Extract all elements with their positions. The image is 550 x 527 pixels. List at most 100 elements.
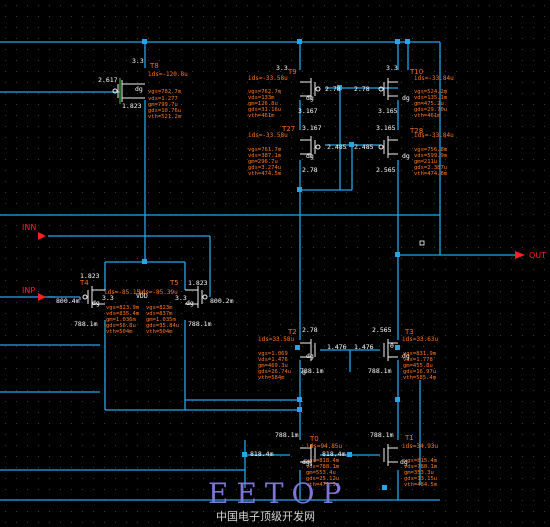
transistor-t4[interactable]: T4 1.823 3.3 800.4m 788.1m ids=-85.15u v… — [56, 272, 144, 335]
t9-op-3: gds=31.16u — [248, 107, 281, 113]
t2-ids: ids=33.58u — [258, 336, 295, 343]
t4-name: T4 — [79, 279, 89, 287]
dg-t5: dg — [186, 299, 194, 307]
t0-ids: ids=94.85u — [306, 443, 343, 450]
node-7881b: 788.1m — [188, 320, 212, 328]
probe-marker[interactable] — [419, 240, 425, 246]
t28-op-1: vds=599.9m — [414, 153, 448, 159]
node-8184a: 818.4m — [250, 450, 274, 458]
t0-op-4: vth=479.5m — [306, 482, 340, 488]
t4-op-3: gds=56.8u — [106, 323, 136, 329]
t8-node-top: 3.3 — [132, 57, 144, 65]
transistor-t2[interactable]: T2 2.78 0 ids=33.58u vgs=1.069 vds=1.476… — [258, 326, 374, 381]
pin-out-label: OUT — [529, 251, 546, 260]
node-2485a: 2.485 — [327, 143, 347, 151]
t10-op-3: gds=29.70u — [414, 107, 447, 113]
t2-op-3: gds=26.74u — [258, 369, 291, 375]
t2-node-top: 2.78 — [302, 326, 318, 334]
t1-op-3: gds=13.15u — [404, 476, 437, 482]
vdd-label: VDD — [136, 292, 148, 300]
t5-op-1: vds=837m — [146, 311, 173, 317]
transistor-t5[interactable]: T5 1.823 3.3 800.2m 788.1m ids=-85.39u v… — [138, 279, 234, 335]
t9-ids: ids=-33.58u — [248, 75, 288, 82]
t1-name: T1 — [404, 434, 414, 442]
t27-name: T27 — [281, 125, 295, 133]
t4-op-1: vds=835.4m — [106, 311, 140, 317]
watermark-sub: 中国电子顶级开发网 — [216, 509, 315, 523]
dg-t9: dg — [306, 94, 314, 102]
t27-op-4: vth=474.5m — [248, 171, 282, 177]
node-8004: 800.4m — [56, 297, 80, 305]
pin-out[interactable]: OUT — [515, 251, 546, 260]
t0-op-1: vds=788.1m — [306, 464, 340, 470]
node-278a: 2.78 — [325, 85, 341, 93]
t10-op-4: vth=461m — [414, 113, 441, 119]
t1-ids: ids=34.93u — [402, 443, 439, 450]
transistor-t9[interactable]: T9 3.3 3.167 ids=-33.58u vgs=762.7m vds=… — [248, 64, 370, 119]
pin-inp[interactable]: INP — [22, 286, 46, 301]
dg-markers: dg dg dg dg dg dg dg dg dg dg dg — [92, 85, 410, 466]
transistor-t27[interactable]: T27 3.167 2.78 ids=-33.58u vgs=761.7m vd… — [248, 124, 374, 177]
transistor-t10[interactable]: T10 3.3 3.165 ids=-33.84u vgs=524.2m vds… — [378, 64, 454, 119]
t9-op-0: vgs=762.7m — [248, 89, 282, 95]
t1-op-4: vth=484.5m — [404, 482, 438, 488]
t2-node-bot: 0 — [302, 369, 306, 377]
t9-node-top: 3.3 — [276, 64, 288, 72]
t3-op-4: vth=585.4m — [403, 375, 437, 381]
t3-op-3: gds=16.97u — [403, 369, 436, 375]
wires — [0, 41, 515, 501]
t3-op-2: gm=455.8u — [403, 363, 433, 369]
t0-op-3: gds=25.12u — [306, 476, 339, 482]
dg-t28: dg — [402, 152, 410, 160]
t10-ids: ids=-33.84u — [414, 75, 454, 82]
t4-body: 3.3 — [102, 294, 114, 302]
t28-node-top: 3.165 — [376, 124, 396, 132]
t28-op-0: vgs=756.8m — [414, 147, 448, 153]
t2-name: T2 — [287, 328, 297, 336]
t10-node-bot: 3.165 — [378, 107, 398, 115]
node-278b: 2.78 — [354, 85, 370, 93]
pin-inn[interactable]: INN — [22, 223, 46, 240]
t10-op-2: gm=475.2u — [414, 101, 444, 107]
node-1476b: 1.476 — [354, 343, 374, 351]
t4-op-2: gm=1.036m — [106, 317, 136, 323]
watermark-main: EETOP — [208, 477, 349, 510]
transistor-t3[interactable]: T3 2.565 0 ids=33.63u vgs=831.9m vds=1.7… — [368, 326, 439, 381]
dg-t2: dg — [306, 352, 314, 360]
t5-op-3: gds=35.84u — [146, 323, 179, 329]
node-8184b: 818.4m — [322, 450, 346, 458]
node-1476a: 1.476 — [327, 343, 347, 351]
transistor-t8[interactable]: T8 3.3 2.617 1.823 ids=-120.8u vgs=782.7… — [98, 57, 188, 120]
t5-op-4: vth=504m — [146, 329, 173, 335]
transistor-t1[interactable]: T1 788.1m ids=34.93u vgs=815.4m vds=788.… — [370, 431, 439, 488]
t5-node-top: 1.823 — [188, 279, 208, 287]
node-8002: 800.2m — [210, 297, 234, 305]
transistor-t0[interactable]: T0 788.1m 818.4m 818.4m ids=94.85u vgs=8… — [250, 431, 346, 488]
t28-op-3: gds=2.387u — [414, 165, 447, 171]
t28-op-4: vth=474.8m — [414, 171, 448, 177]
t27-op-2: gm=296.7u — [248, 159, 278, 165]
t4-node-top: 1.823 — [80, 272, 100, 280]
t3-node-top: 2.565 — [372, 326, 392, 334]
node-2485b: 2.485 — [354, 143, 374, 151]
t3-ids: ids=33.63u — [402, 336, 439, 343]
node-7881a: 788.1m — [74, 320, 98, 328]
t5-op-0: vgs=823m — [146, 305, 173, 311]
node-7881d: 788.1m — [368, 367, 392, 375]
t3-node-bot: 0 — [390, 342, 394, 350]
t8-op-0: vgs=782.7m — [148, 89, 182, 95]
t2-op-1: vds=1.476 — [258, 357, 288, 363]
t9-node-bot: 3.167 — [298, 107, 318, 115]
transistor-t28[interactable]: T28 3.165 2.565 ids=-33.84u vgs=756.8m v… — [376, 124, 454, 177]
t27-ids: ids=-33.58u — [248, 132, 288, 139]
dg-t1: dg — [400, 458, 408, 466]
t4-op-0: vgs=823.9m — [106, 305, 140, 311]
t2-op-4: vth=584m — [258, 375, 285, 381]
node-7881c: 788.1m — [300, 367, 324, 375]
t4-op-4: vth=504m — [106, 329, 133, 335]
t3-op-1: vds=1.778 — [403, 357, 433, 363]
t10-op-0: vgs=524.2m — [414, 89, 448, 95]
dg-t27: dg — [306, 152, 314, 160]
t27-op-3: gds=3.274u — [248, 165, 281, 171]
